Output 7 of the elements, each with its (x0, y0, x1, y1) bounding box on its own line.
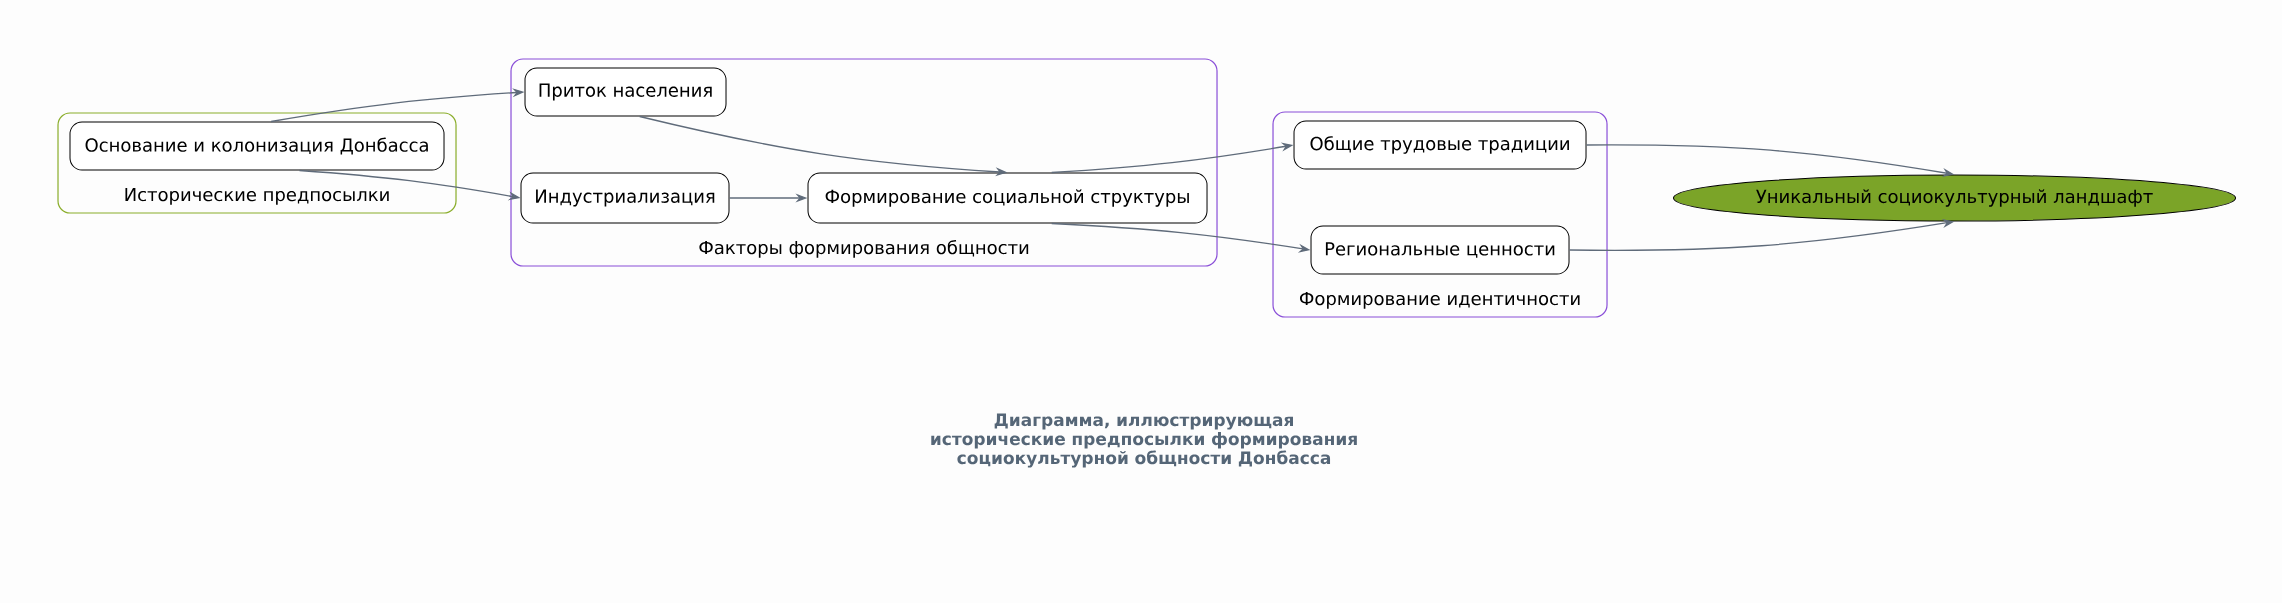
process-box: Индустриализация (520, 172, 730, 224)
process-box: Приток населения (524, 67, 727, 117)
process-box: Общие трудовые традиции (1293, 120, 1587, 170)
caption: Диаграмма, иллюстрирующая исторические предпосылки формирования социокультурной общности Донбасса (931, 413, 1357, 468)
process-box: Региональные ценности (1310, 225, 1570, 275)
process-box: Основание и колонизация Донбасса (69, 121, 445, 171)
process-box: Формирование социальной структуры (807, 172, 1208, 224)
